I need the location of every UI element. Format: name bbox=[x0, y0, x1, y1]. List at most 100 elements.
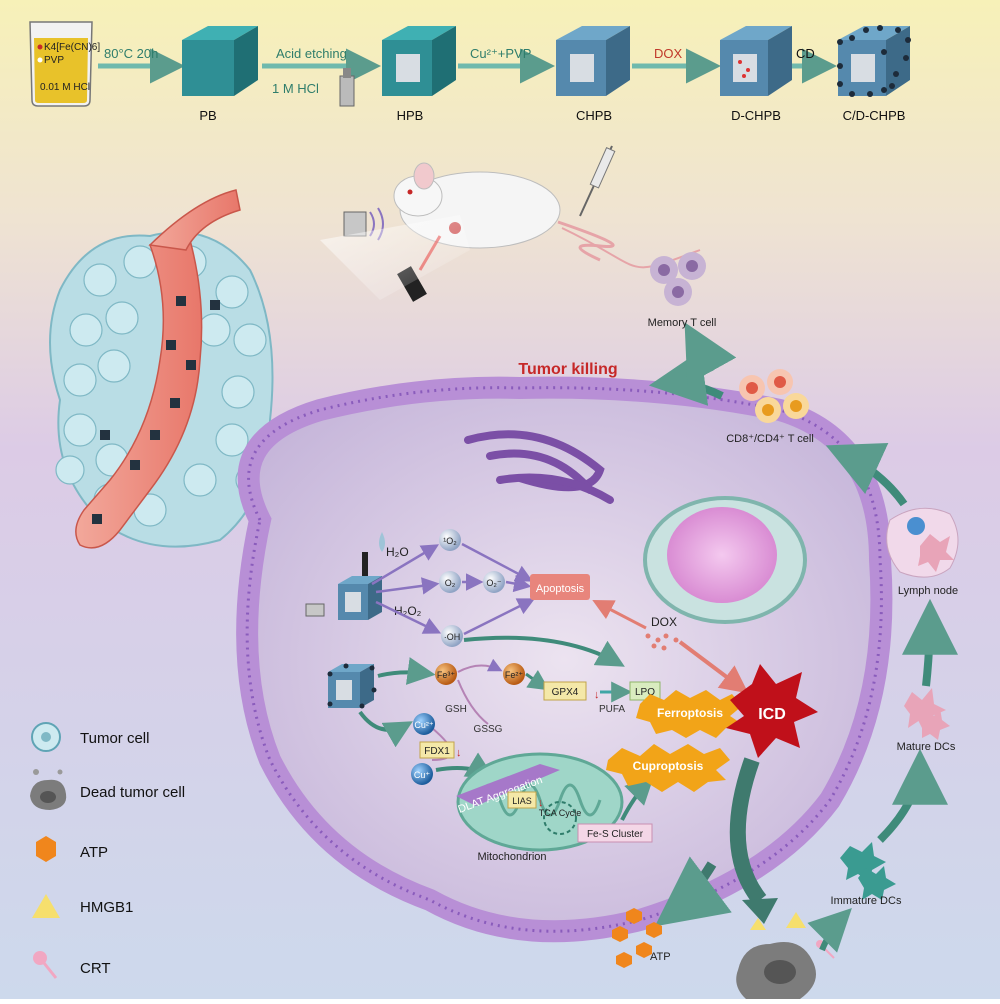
dchpb-cube-icon bbox=[720, 26, 792, 96]
laser-probe-icon bbox=[305, 552, 368, 617]
cell-membrane bbox=[245, 386, 883, 933]
dead-tumor-cell-icon bbox=[30, 769, 67, 810]
ferroptosis-burst bbox=[636, 690, 742, 738]
immature-dcs-label: Immature DCs bbox=[831, 895, 902, 907]
crt-pin-icon bbox=[33, 951, 58, 979]
lpo-label: LPO bbox=[635, 687, 655, 698]
golgi-apparatus bbox=[464, 430, 614, 504]
mitochondrion-label: Mitochondrion bbox=[477, 851, 546, 863]
stage-cdchpb: C/D-CHPB bbox=[843, 108, 906, 123]
hydroxyl-label: ·OH bbox=[444, 632, 461, 642]
ros-arrows bbox=[371, 542, 536, 636]
atp-release-arrow bbox=[654, 856, 732, 927]
apoptosis-label: Apoptosis bbox=[536, 583, 585, 595]
legend-hmgb1: HMGB1 bbox=[80, 899, 133, 916]
gsh-cycle-arrow bbox=[457, 679, 489, 725]
lias-label: LIAS bbox=[512, 796, 532, 806]
cuproptosis-burst bbox=[606, 744, 730, 792]
blood-vessel-branch bbox=[148, 189, 241, 251]
stage-pb: PB bbox=[199, 108, 216, 123]
cu1-label: Cu⁺ bbox=[414, 770, 431, 780]
light-beam bbox=[320, 215, 470, 300]
gpx4-down-arrow: ↓ bbox=[594, 689, 600, 701]
superoxide-sphere bbox=[483, 571, 505, 593]
oxygen-sphere bbox=[439, 571, 461, 593]
h2o-label: H₂O bbox=[386, 545, 409, 559]
tca-label: TCA Cycle bbox=[539, 808, 582, 818]
hmgb1-triangle-icon bbox=[32, 894, 60, 918]
mature-to-lymph-arrow bbox=[901, 598, 958, 687]
legend-atp: ATP bbox=[80, 844, 108, 861]
gsh-label: GSH bbox=[445, 704, 467, 715]
gpx4-label: GPX4 bbox=[552, 687, 579, 698]
hpb-cube-icon bbox=[382, 26, 456, 96]
particle-in-cell-icon bbox=[338, 576, 382, 620]
ferroptosis-label: Ferroptosis bbox=[657, 706, 723, 720]
tumor-killing-label: Tumor killing bbox=[518, 361, 617, 378]
gpx4-box bbox=[543, 681, 587, 701]
memory-t-label: Memory T cell bbox=[648, 317, 717, 329]
fes-label: Fe-S Cluster bbox=[587, 829, 644, 840]
stage-hpb: HPB bbox=[397, 108, 424, 123]
cuproptosis-label: Cuproptosis bbox=[633, 759, 704, 773]
legend-dead-tumor-cell: Dead tumor cell bbox=[80, 784, 185, 801]
beaker-line-1: K4[Fe(CN)6] bbox=[44, 42, 100, 53]
dlat-banner bbox=[456, 764, 560, 806]
oh-to-ferroptosis-arrow bbox=[463, 635, 625, 667]
tumor-cell-icon bbox=[31, 722, 61, 752]
lymph-node-icon bbox=[886, 507, 959, 578]
dox-to-apoptosis-arrow bbox=[592, 600, 647, 630]
icd-burst bbox=[726, 664, 818, 758]
nucleus bbox=[643, 496, 807, 624]
dead-to-immature-arrow bbox=[807, 908, 852, 953]
cu2-label: Cu²⁺ bbox=[414, 720, 434, 730]
syringe-icon bbox=[579, 145, 616, 217]
fdx1-down-arrow: ↓ bbox=[456, 747, 462, 759]
fes-cluster-box bbox=[577, 823, 653, 843]
mature-dcs-label: Mature DCs bbox=[897, 741, 956, 753]
fe3-to-fe2-arrow bbox=[457, 658, 503, 673]
cu-pvp-label: Cu²⁺+PVP bbox=[470, 46, 531, 61]
tcell-to-memory-arrow bbox=[684, 322, 737, 385]
beaker-line-3: 0.01 M HCl bbox=[40, 82, 90, 93]
cdchpb-cube-icon bbox=[837, 25, 911, 97]
lymph-node-label: Lymph node bbox=[898, 585, 958, 597]
tcell-to-killing-arrow bbox=[648, 350, 724, 406]
singlet-oxygen-label: ¹O₂ bbox=[443, 536, 457, 546]
stage-dchpb: D-CHPB bbox=[731, 108, 781, 123]
etch-label: Acid etching bbox=[276, 46, 347, 61]
lias-box bbox=[507, 791, 537, 809]
etch-hcl-label: 1 M HCl bbox=[272, 81, 319, 96]
fdx1-label: FDX1 bbox=[424, 746, 450, 757]
t-cells-icon bbox=[739, 369, 809, 423]
icd-to-dead-arrowhead bbox=[742, 898, 778, 924]
atp-hexagons bbox=[612, 908, 662, 968]
fe3-sphere bbox=[435, 663, 457, 685]
stage-chpb: CHPB bbox=[576, 108, 612, 123]
dox-to-icd-arrow bbox=[678, 640, 749, 694]
fe3-label: Fe³⁺ bbox=[437, 670, 456, 680]
legend-tumor-cell: Tumor cell bbox=[80, 730, 149, 747]
blood-vessel bbox=[75, 239, 203, 549]
chpb-cube-icon bbox=[556, 26, 630, 96]
legend-crt: CRT bbox=[80, 960, 111, 977]
dox-label: DOX bbox=[651, 615, 677, 629]
pb-cube-icon bbox=[182, 26, 258, 96]
fdx1-box bbox=[419, 741, 455, 759]
nanoparticles-in-vessel bbox=[92, 296, 220, 524]
superoxide-label: O₂⁻ bbox=[486, 578, 501, 588]
apoptosis-box bbox=[530, 574, 590, 600]
immature-dcs-icon bbox=[840, 842, 896, 900]
lymph-to-tcell-arrow bbox=[825, 443, 908, 507]
to-cu2-arrow bbox=[358, 710, 413, 748]
legend: Tumor cell Dead tumor cell ATP HMGB1 CRT bbox=[30, 722, 185, 979]
condition-label: 80°C 20h bbox=[104, 46, 158, 61]
cu2-sphere bbox=[413, 713, 435, 735]
fe2-sphere bbox=[503, 663, 525, 685]
atp-release-label: ATP bbox=[650, 951, 671, 963]
gssg-label: GSSG bbox=[474, 724, 503, 735]
beaker-line-2: PVP bbox=[44, 55, 64, 66]
lias-down-arrow: ↓ bbox=[538, 797, 544, 809]
